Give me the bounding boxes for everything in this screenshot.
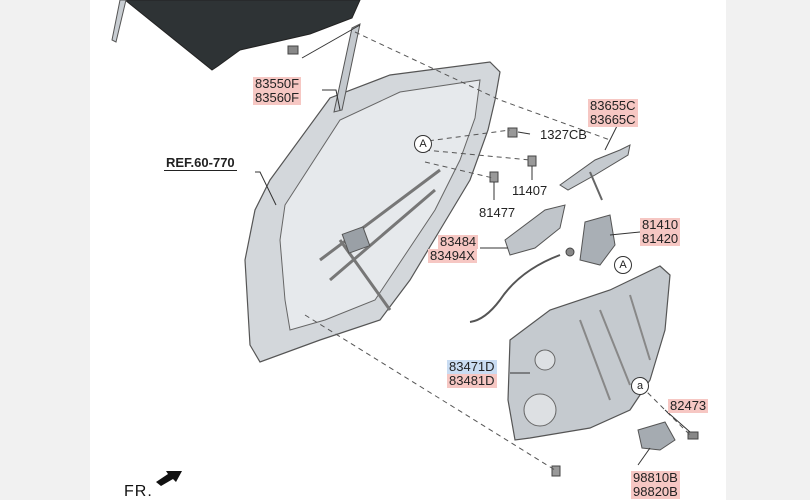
left-margin [0,0,90,500]
glass-run-strip [111,0,127,43]
door-latch [579,214,616,266]
part-label-81477[interactable]: 81477 [479,205,516,220]
front-indicator: FR. [124,483,153,500]
part-label-83481d[interactable]: 83481D [447,373,497,388]
part-label-98820b[interactable]: 98820B [631,484,680,499]
part-label-98810b[interactable]: 98810B [631,470,680,485]
exploded-door-diagram [111,0,699,477]
part-label-82473[interactable]: 82473 [668,398,709,413]
right-margin [726,0,810,500]
front-arrow-icon [156,471,182,486]
part-label-83560f[interactable]: 83560F [253,90,302,105]
part-label-83550f[interactable]: 83550F [253,76,302,91]
panel-hole [534,349,556,371]
part-label-83484[interactable]: 83484 [438,234,479,249]
handle-rod [589,171,603,201]
bolt-81477 [489,171,499,183]
part-label-83471d[interactable]: 83471D [447,359,497,374]
part-label-81410[interactable]: 81410 [640,217,681,232]
part-label-83665c[interactable]: 83665C [588,112,638,127]
leader-lines [255,24,691,466]
speaker-hole [523,393,557,427]
part-label-81420[interactable]: 81420 [640,231,681,246]
channel-strip [333,23,361,113]
bolt-bottom [551,465,561,477]
panel-ribs [579,294,651,401]
callout-a-small: a [631,377,649,395]
window-actuator [637,421,676,451]
bolt-strip [287,45,299,55]
bolt-1327cb [507,127,518,138]
outside-handle [559,144,631,191]
door-glass [124,0,361,71]
assembly-lines [304,31,691,471]
door-cable [469,254,561,323]
regulator-motor [341,226,371,254]
part-label-83494x[interactable]: 83494X [428,248,477,263]
callout-a-lower: A [614,256,632,274]
callout-a-upper: A [414,135,432,153]
actuator-bolt [687,431,699,440]
latch-bolt [565,247,575,257]
part-label-83655c[interactable]: 83655C [588,98,638,113]
bolt-11407 [527,155,537,167]
part-label-1327cb[interactable]: 1327CB [540,127,587,142]
part-label-11407[interactable]: 11407 [512,183,548,198]
latch-bracket [504,204,566,256]
ref-label[interactable]: REF.60-770 [164,155,237,171]
